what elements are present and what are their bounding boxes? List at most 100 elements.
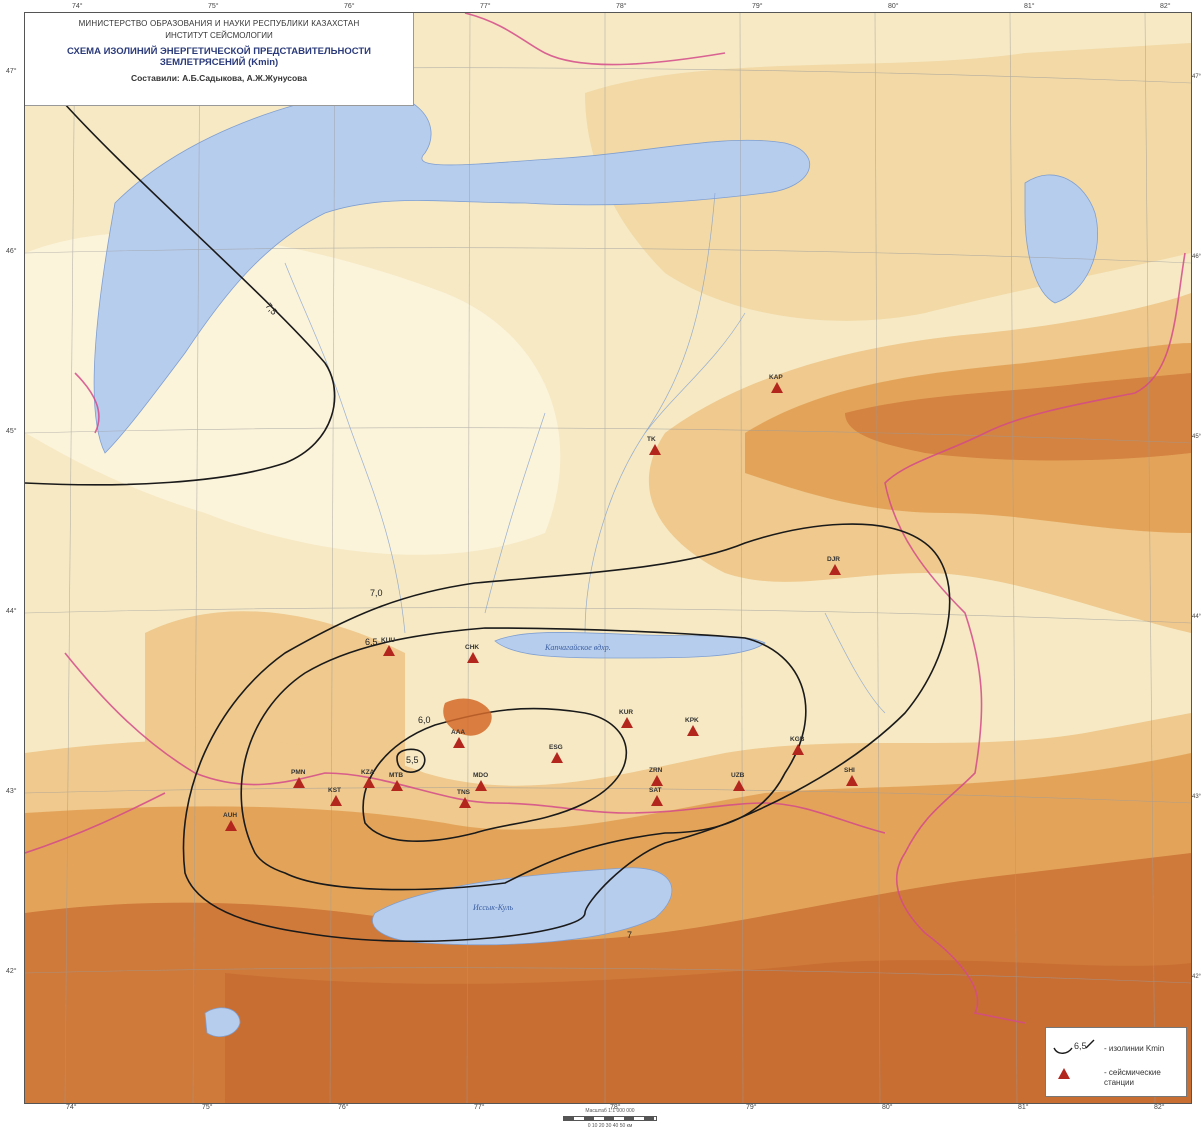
station-marker-kuu[interactable] — [383, 645, 395, 656]
station-marker-uzb[interactable] — [733, 780, 745, 791]
right-tick: 43° — [1192, 794, 1202, 800]
bottom-tick: 82° — [1154, 1104, 1165, 1111]
top-tick: 78° — [616, 3, 627, 10]
iso-label-7: 7 — [627, 930, 632, 940]
left-tick: 42° — [6, 968, 17, 975]
top-tick: 82° — [1160, 3, 1171, 10]
lake-sonkul — [204, 1007, 241, 1037]
station-marker-sat[interactable] — [651, 795, 663, 806]
coordinate-grid — [25, 13, 1191, 1103]
bottom-tick: 74° — [66, 1104, 77, 1111]
map-frame[interactable]: 7,5 7,0 6,5 6,0 5,5 7 Иссык-Куль Капчага… — [24, 12, 1192, 1104]
lake-kapchagay — [494, 631, 766, 659]
legend-isoline-icon — [1053, 1047, 1073, 1054]
left-tick: 47° — [6, 68, 17, 75]
map-canvas[interactable]: 7,5 7,0 6,5 6,0 5,5 7 Иссык-Куль Капчага… — [25, 13, 1191, 1103]
left-tick: 45° — [6, 428, 17, 435]
station-label-kza: KZA — [361, 769, 375, 776]
right-tick: 45° — [1192, 434, 1202, 440]
station-label-shi: SHI — [844, 767, 855, 774]
rivers — [284, 192, 886, 714]
scale-text: Масштаб 1:1 000 000 — [585, 1108, 635, 1114]
map-legend: 6,5 - изолинии Kmin - сейсмические станц… — [1045, 1027, 1187, 1097]
legend-isoline-text: - изолинии Kmin — [1104, 1044, 1165, 1053]
label-issyk-kul: Иссык-Куль — [472, 903, 513, 912]
state-borders — [25, 13, 1186, 1024]
station-label-chk: CHK — [465, 644, 479, 651]
station-marker-kpk[interactable] — [687, 725, 699, 736]
legend-graphics — [1053, 1039, 1095, 1079]
almaty-city-area — [443, 698, 492, 736]
kmin-isolines — [25, 92, 951, 943]
top-tick: 80° — [888, 3, 899, 10]
station-marker-kur[interactable] — [621, 717, 633, 728]
top-tick: 81° — [1024, 3, 1035, 10]
station-marker-tns[interactable] — [459, 797, 471, 808]
bottom-tick: 75° — [202, 1104, 213, 1111]
isoline-6-5 — [240, 627, 807, 891]
legend-station-icon — [1058, 1068, 1070, 1079]
station-label-tns: TNS — [457, 789, 471, 796]
right-tick: 42° — [1192, 974, 1202, 980]
station-marker-chk[interactable] — [467, 652, 479, 663]
tian-shan-high — [225, 960, 1191, 1103]
station-marker-auh[interactable] — [225, 820, 237, 831]
station-marker-mdo[interactable] — [475, 780, 487, 791]
lake-issyk-kul — [372, 867, 673, 946]
station-marker-aaa[interactable] — [453, 737, 465, 748]
right-tick: 46° — [1192, 254, 1202, 260]
isoline-6-0 — [362, 707, 628, 842]
iso-label-6-0: 6,0 — [418, 715, 431, 725]
station-label-sat: SAT — [649, 787, 662, 794]
legend-isoline-tail-icon — [1085, 1039, 1095, 1049]
right-tick: 47° — [1192, 74, 1202, 80]
legend-isoline-value: 6,5 — [1074, 1041, 1087, 1051]
station-marker-esg[interactable] — [551, 752, 563, 763]
station-label-mdo: MDO — [473, 772, 488, 779]
station-label-esg: ESG — [549, 744, 563, 751]
map-title: СХЕМА ИЗОЛИНИЙ ЭНЕРГЕТИЧЕСКОЙ ПРЕДСТАВИТ… — [25, 46, 413, 68]
left-tick: 44° — [6, 608, 17, 615]
isoline-7-0 — [182, 523, 951, 943]
station-marker-shi[interactable] — [846, 775, 858, 786]
station-label-kuu: KUU — [381, 637, 395, 644]
scale-bar: Масштаб 1:1 000 000 0 10 20 30 40 50 км — [555, 1108, 665, 1129]
station-label-auh: AUH — [223, 812, 237, 819]
station-marker-kst[interactable] — [330, 795, 342, 806]
map-title-box: МИНИСТЕРСТВО ОБРАЗОВАНИЯ И НАУКИ РЕСПУБЛ… — [25, 13, 414, 106]
top-tick: 76° — [344, 3, 355, 10]
station-label-kur: KUR — [619, 709, 633, 716]
station-marker-zrn[interactable] — [651, 775, 663, 786]
station-marker-djr[interactable] — [829, 564, 841, 575]
iso-label-5-5: 5,5 — [406, 755, 419, 765]
station-marker-tk[interactable] — [649, 444, 661, 455]
legend-station-text: - сейсмические станции — [1104, 1068, 1161, 1087]
alatau-peaks — [845, 373, 1191, 461]
station-label-pmn: PMN — [291, 769, 306, 776]
top-tick: 74° — [72, 3, 83, 10]
station-label-kap: KAP — [769, 374, 783, 381]
iso-label-7-0: 7,0 — [370, 588, 383, 598]
top-tick: 75° — [208, 3, 219, 10]
station-marker-kap[interactable] — [771, 382, 783, 393]
station-label-kst: KST — [328, 787, 341, 794]
station-marker-kza[interactable] — [363, 777, 375, 788]
station-label-aaa: AAA — [451, 729, 465, 736]
iso-label-6-5: 6,5 — [365, 637, 378, 647]
station-label-kpk: KPK — [685, 717, 699, 724]
bottom-tick: 78° — [610, 1104, 621, 1111]
top-tick: 77° — [480, 3, 491, 10]
station-label-mtb: MTB — [389, 772, 403, 779]
station-label-tk: TK — [647, 436, 656, 443]
isoline-7-5 — [25, 92, 336, 486]
isoline-5-5 — [396, 748, 426, 773]
station-marker-kgb[interactable] — [792, 744, 804, 755]
left-tick: 46° — [6, 248, 17, 255]
label-kapchagay: Капчагайское вдхр. — [544, 643, 611, 652]
station-marker-pmn[interactable] — [293, 777, 305, 788]
map-title-line-1: СХЕМА ИЗОЛИНИЙ ЭНЕРГЕТИЧЕСКОЙ ПРЕДСТАВИТ… — [67, 46, 371, 57]
station-marker-mtb[interactable] — [391, 780, 403, 791]
org-line-1: МИНИСТЕРСТВО ОБРАЗОВАНИЯ И НАУКИ РЕСПУБЛ… — [78, 19, 360, 28]
lake-alakol — [1024, 174, 1098, 304]
